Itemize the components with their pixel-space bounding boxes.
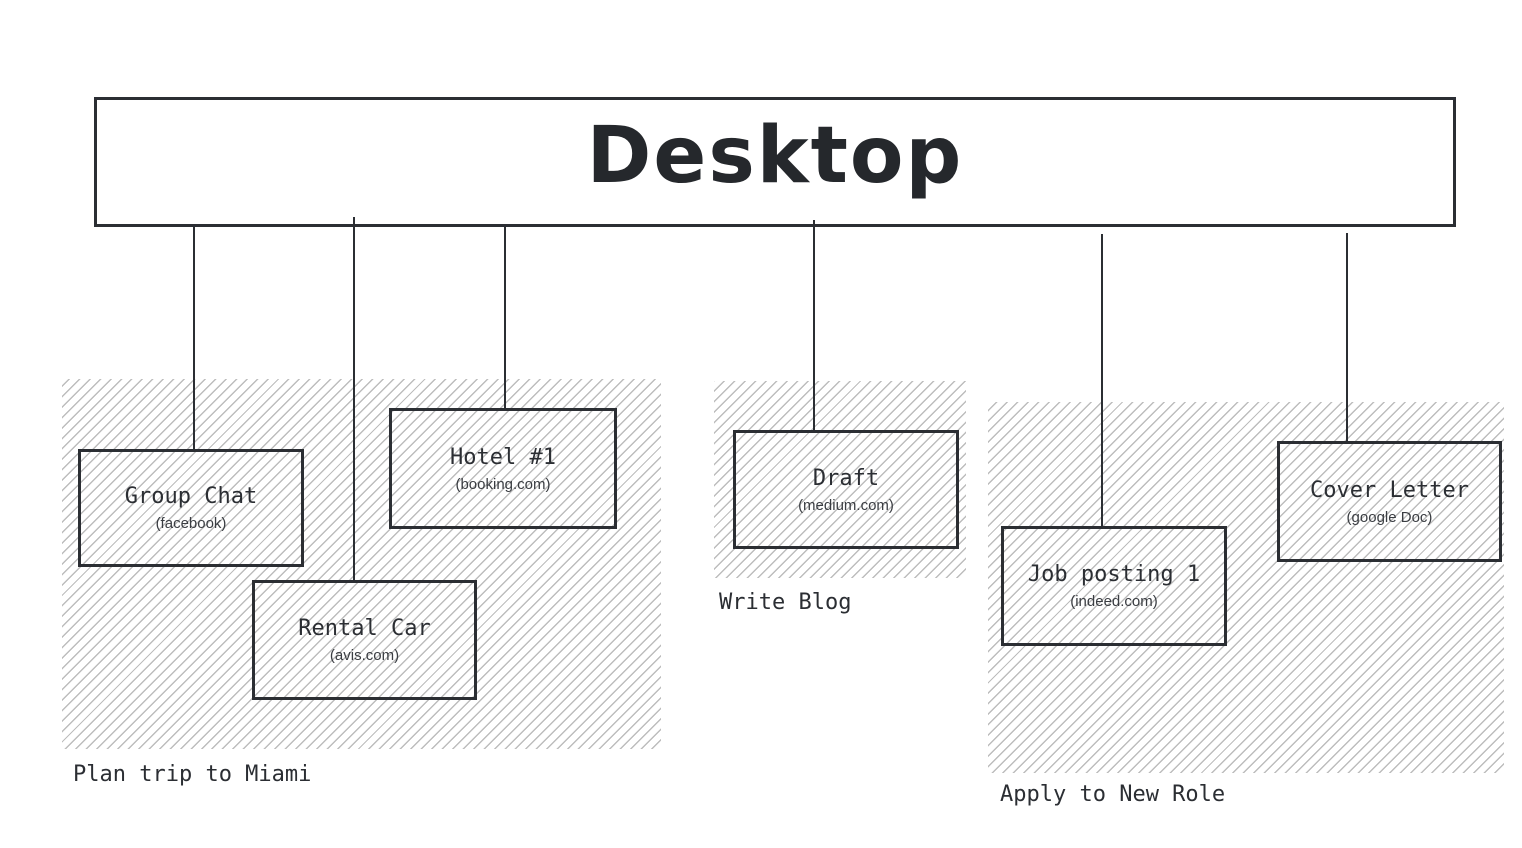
group-region-write-blog: [714, 381, 966, 578]
window-title: Rental Car: [298, 616, 431, 641]
connector-rental-car: [353, 217, 355, 581]
group-label-plan-trip: Plan trip to Miami: [73, 762, 312, 787]
connector-cover-letter: [1346, 233, 1348, 443]
connector-hotel: [504, 226, 506, 409]
window-rental-car[interactable]: Rental Car (avis.com): [252, 580, 477, 700]
window-source: (indeed.com): [1070, 593, 1158, 610]
window-draft[interactable]: Draft (medium.com): [733, 430, 959, 549]
window-hotel[interactable]: Hotel #1 (booking.com): [389, 408, 617, 529]
window-source: (google Doc): [1346, 508, 1433, 526]
window-source: (avis.com): [329, 647, 400, 664]
desktop-title: Desktop: [586, 111, 964, 201]
window-title: Hotel #1: [450, 444, 556, 470]
window-cover-letter[interactable]: Cover Letter (google Doc): [1277, 441, 1502, 562]
group-region-apply-role: [988, 402, 1504, 773]
connector-group-chat: [193, 226, 195, 450]
window-source: (medium.com): [798, 496, 894, 514]
window-title: Cover Letter: [1310, 477, 1469, 503]
desktop-bar: Desktop: [94, 97, 1456, 227]
window-job-posting[interactable]: Job posting 1 (indeed.com): [1001, 526, 1227, 646]
group-label-apply-role: Apply to New Role: [1000, 782, 1226, 807]
window-group-chat[interactable]: Group Chat (facebook): [78, 449, 304, 567]
window-source: (facebook): [155, 515, 227, 532]
connector-draft: [813, 220, 815, 432]
window-title: Job posting 1: [1027, 562, 1201, 587]
window-source: (booking.com): [455, 475, 551, 493]
group-label-write-blog: Write Blog: [719, 590, 852, 615]
window-title: Group Chat: [124, 484, 258, 509]
window-title: Draft: [812, 465, 880, 491]
connector-job-posting: [1101, 234, 1103, 528]
